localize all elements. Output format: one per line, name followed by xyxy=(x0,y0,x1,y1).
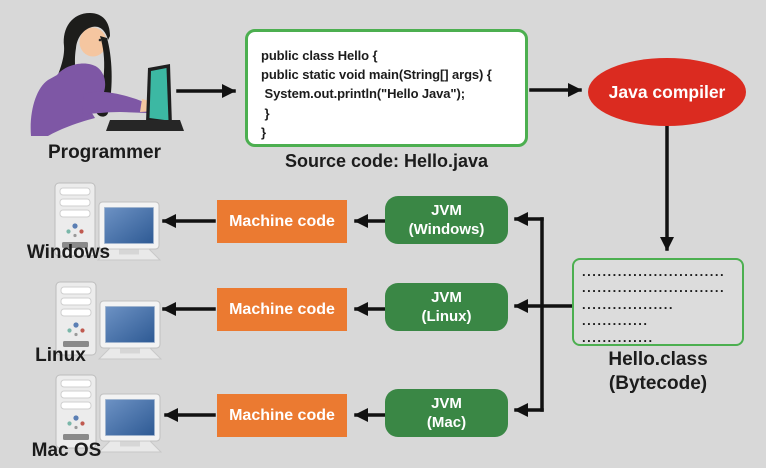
machine-code-node-linux: Machine code xyxy=(217,288,347,331)
bytecode-dots-row: .................. xyxy=(582,296,675,312)
jvm-mac-node: JVM (Mac) xyxy=(385,389,508,437)
code-line: } xyxy=(261,105,270,121)
machine-code-node-windows: Machine code xyxy=(217,200,347,243)
bytecode-box: ............................ ...........… xyxy=(572,258,744,346)
jvm-mac-label-line2: (Mac) xyxy=(426,414,467,431)
jvm-windows-label-line1: JVM xyxy=(431,202,462,219)
jvm-linux-label-line1: JVM xyxy=(431,289,462,306)
jvm-windows-label-line2: (Windows) xyxy=(408,221,485,238)
code-line: System.out.println("Hello Java"); xyxy=(261,86,466,102)
machine-code-label: Machine code xyxy=(229,212,335,230)
bytecode-caption-type: (Bytecode) xyxy=(608,373,708,394)
os-label-linux: Linux xyxy=(35,345,86,366)
bytecode-dots-row: ............................ xyxy=(582,264,726,279)
source-code-box: public class Hello { public static void … xyxy=(245,29,528,147)
source-code-caption: Source code: Hello.java xyxy=(284,151,489,171)
jvm-mac-label-line1: JVM xyxy=(431,395,462,412)
bytecode-dots-row: .............. xyxy=(582,329,654,345)
machine-code-label: Machine code xyxy=(229,300,335,318)
programmer-illustration xyxy=(30,13,184,136)
java-compiler-node: Java compiler xyxy=(588,58,746,126)
os-label-windows: Windows xyxy=(26,242,111,263)
machine-code-node-mac: Machine code xyxy=(217,394,347,437)
os-label-macos: Mac OS xyxy=(31,440,102,461)
code-line: } xyxy=(261,124,266,140)
jvm-linux-node: JVM (Linux) xyxy=(385,283,508,331)
bytecode-dots-row: ............. xyxy=(582,313,649,329)
bytecode-caption-filename: Hello.class xyxy=(608,349,708,370)
jvm-windows-node: JVM (Windows) xyxy=(385,196,508,244)
programmer-label: Programmer xyxy=(48,142,161,163)
jvm-linux-label-line2: (Linux) xyxy=(421,308,472,325)
code-line: public class Hello { xyxy=(261,48,378,63)
bytecode-dots-row: ............................ xyxy=(582,280,726,296)
code-line: public static void main(String[] args) { xyxy=(261,67,492,83)
java-compiler-label: Java compiler xyxy=(608,81,726,102)
flow-arrows xyxy=(162,83,674,422)
machine-code-label: Machine code xyxy=(229,406,335,424)
